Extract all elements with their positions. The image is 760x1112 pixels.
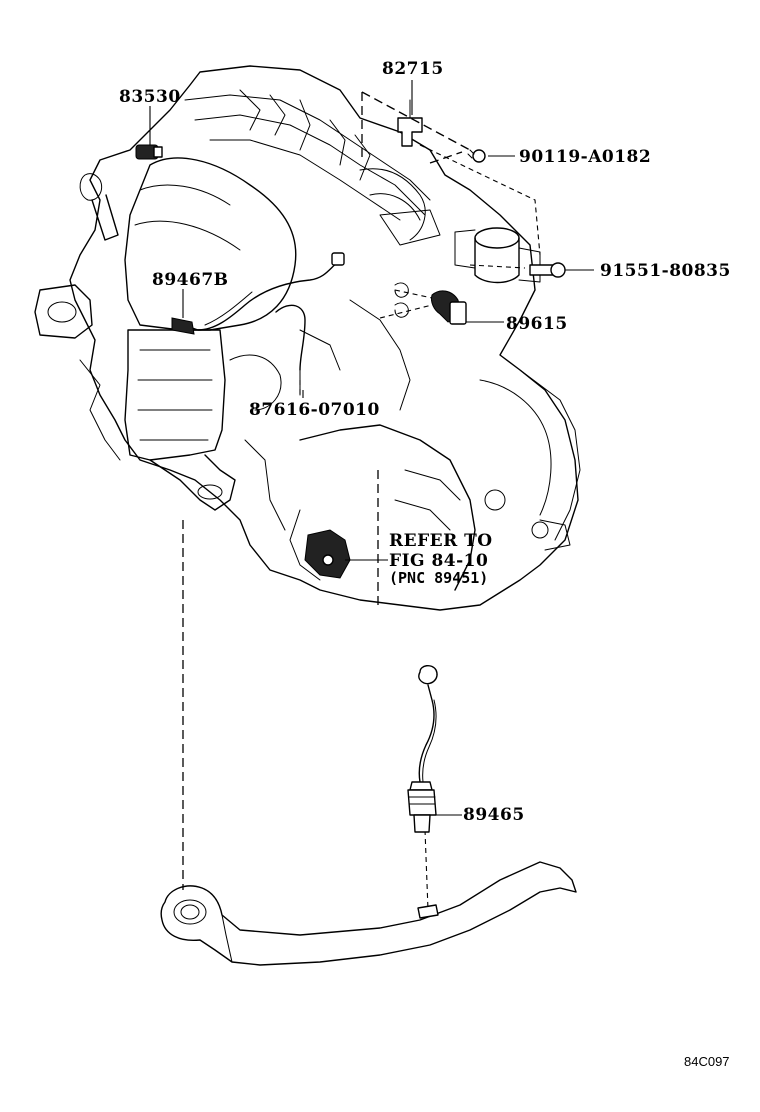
part-labels: 82715 83530 90119-A0182 91551-80835 8946… xyxy=(119,59,731,1069)
label-89615[interactable]: 89615 xyxy=(506,314,568,334)
engine-assembly xyxy=(34,65,581,611)
label-82715[interactable]: 82715 xyxy=(382,59,444,79)
label-90119-a0182[interactable]: 90119-A0182 xyxy=(519,147,651,167)
label-89465[interactable]: 89465 xyxy=(463,805,525,825)
label-89467b[interactable]: 89467B xyxy=(152,270,229,290)
exhaust-pipe xyxy=(160,861,577,966)
label-87616-07010[interactable]: 87616-07010 xyxy=(249,400,380,420)
leader-lines xyxy=(149,80,594,816)
refer-to-line2[interactable]: FIG 84-10 xyxy=(389,551,488,571)
install-lines xyxy=(182,91,541,911)
figure-code: 84C097 xyxy=(684,1054,730,1069)
label-91551-80835[interactable]: 91551-80835 xyxy=(600,261,731,281)
label-83530[interactable]: 83530 xyxy=(119,87,181,107)
refer-to-line3: (PNC 89451) xyxy=(389,569,488,587)
oxygen-sensor-89465 xyxy=(407,665,438,833)
refer-to-line1: REFER TO xyxy=(389,531,493,551)
